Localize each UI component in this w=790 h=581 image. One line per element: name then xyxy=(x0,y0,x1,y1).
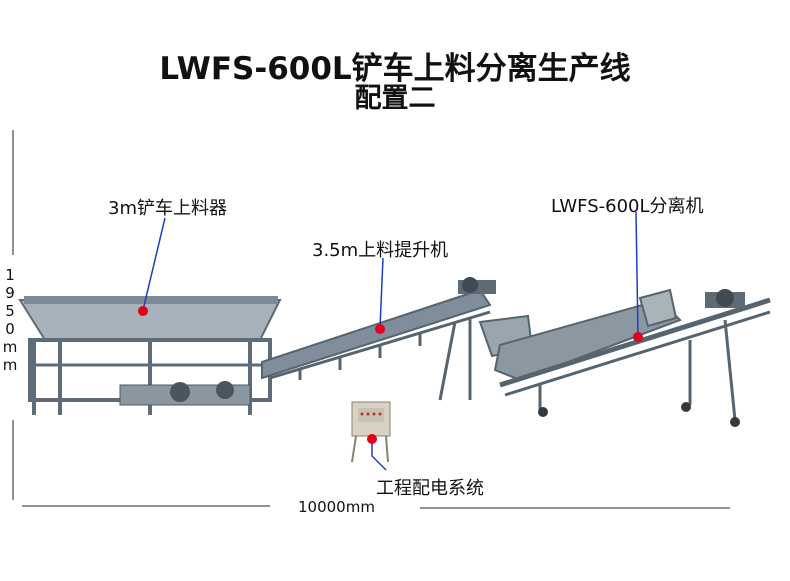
height-char: 0 xyxy=(5,320,15,338)
loader-label: 3m铲车上料器 xyxy=(108,198,227,219)
separator-machine xyxy=(478,288,771,427)
width-dimension-label: 10000mm xyxy=(298,498,375,516)
elevator-leader-line xyxy=(379,257,384,329)
height-char: m xyxy=(2,338,18,356)
page-subtitle: 配置二 xyxy=(354,83,436,114)
control-cabinet xyxy=(351,401,391,463)
elevator-marker xyxy=(375,324,385,334)
separator-label: LWFS-600L分离机 xyxy=(551,196,704,217)
control-marker xyxy=(367,434,377,444)
loader-machine xyxy=(18,296,282,415)
page-title: LWFS-600L铲车上料分离生产线 xyxy=(159,51,631,87)
height-char: 5 xyxy=(5,302,15,320)
separator-marker xyxy=(633,332,643,342)
height-dimension-label: 1 9 5 0 m m xyxy=(2,266,18,374)
elevator-label: 3.5m上料提升机 xyxy=(312,240,449,261)
elevator-machine xyxy=(261,277,496,401)
height-char: 9 xyxy=(5,284,15,302)
control-leader-line xyxy=(371,440,387,471)
separator-leader-line xyxy=(635,211,639,337)
height-char: 1 xyxy=(5,266,15,284)
loader-leader-line xyxy=(142,217,166,311)
control-label: 工程配电系统 xyxy=(376,478,484,499)
height-char: m xyxy=(2,356,18,374)
loader-marker xyxy=(138,306,148,316)
